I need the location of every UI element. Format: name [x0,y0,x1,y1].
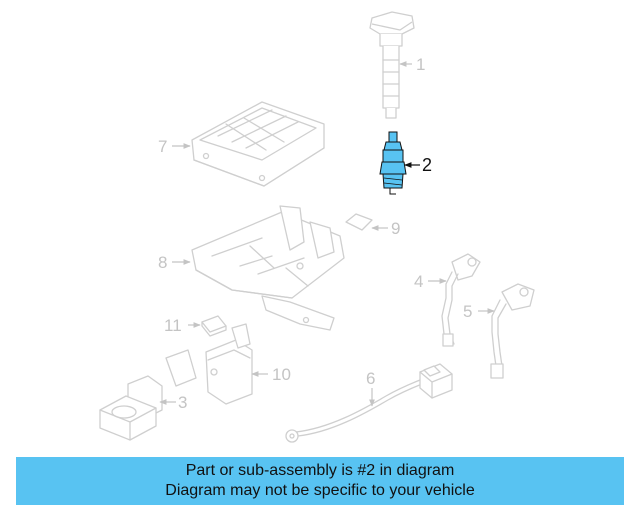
callout-9: 9 [391,219,400,238]
mounting-bracket [191,205,345,331]
callout-7: 7 [158,137,167,156]
callout-5: 5 [463,302,472,321]
sensor-5 [490,283,535,379]
callout-10: 10 [272,365,291,384]
callout-1: 1 [416,55,425,74]
banner-line-2: Diagram may not be specific to your vehi… [165,482,475,499]
small-module [201,315,227,337]
callout-8: 8 [158,253,167,272]
relay-bracket [165,323,253,405]
sensor-cable [285,363,453,443]
ignition-coil [369,11,415,119]
callout-4: 4 [414,272,423,291]
callout-3: 3 [178,393,187,412]
spark-plug [379,131,407,195]
callout-2: 2 [422,155,432,175]
info-banner: Part or sub-assembly is #2 in diagram Di… [16,457,624,505]
control-module [191,101,325,187]
banner-line-1: Part or sub-assembly is #2 in diagram [185,462,455,479]
knock-sensor [99,375,163,441]
small-chip [345,213,373,231]
callout-11: 11 [164,316,182,335]
callout-6: 6 [366,369,375,388]
sensor-4 [441,253,481,347]
